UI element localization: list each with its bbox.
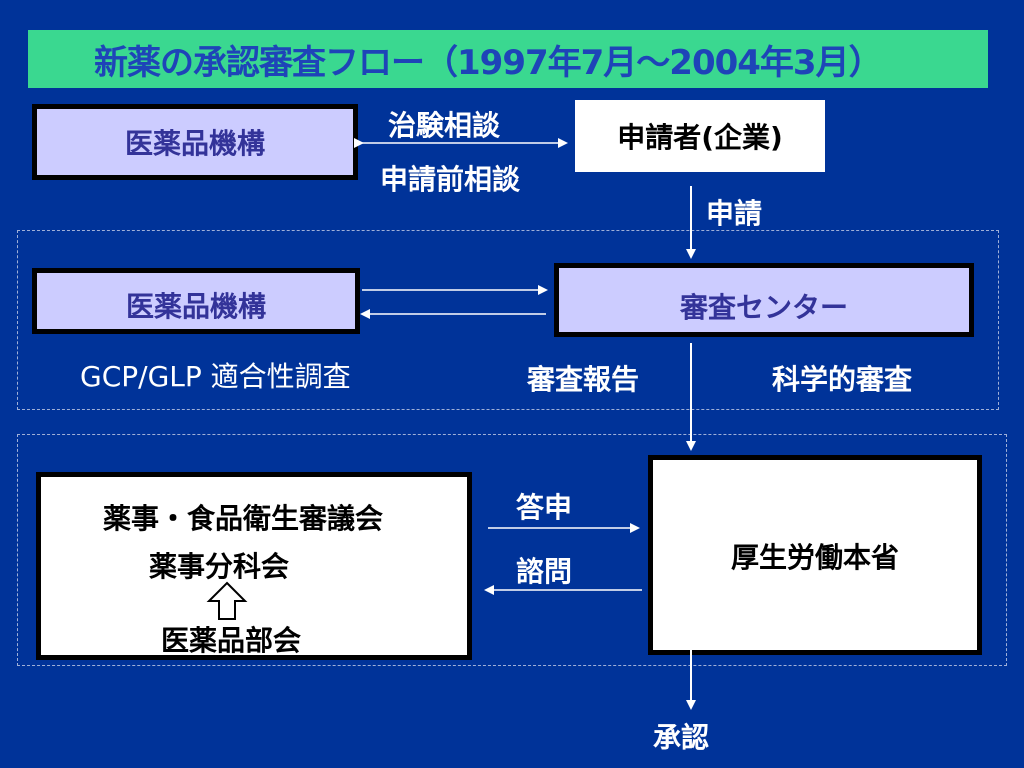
label-clinical-consult: 治験相談 bbox=[388, 109, 501, 142]
label-consult: 諮問 bbox=[516, 555, 573, 588]
council-line2: 薬事分科会 bbox=[149, 550, 290, 583]
hollow-up-arrow-icon bbox=[206, 581, 248, 620]
label-scientific-review: 科学的審査 bbox=[772, 363, 913, 396]
pmda-box-top-label: 医薬品機構 bbox=[124, 127, 265, 160]
pmda-box-middle: 医薬品機構 bbox=[32, 268, 360, 334]
council-box: 薬事・食品衛生審議会 薬事分科会 医薬品部会 bbox=[36, 472, 472, 660]
applicant-box: 申請者(企業) bbox=[570, 95, 830, 177]
title-text: 新薬の承認審査フロー（1997年7月～2004年3月） bbox=[94, 42, 883, 83]
label-pre-application-consult: 申請前相談 bbox=[380, 163, 521, 196]
label-review-report: 審査報告 bbox=[527, 363, 640, 396]
decision-group-region bbox=[17, 434, 1007, 666]
review-center-box: 審査センター bbox=[554, 263, 974, 337]
council-line1: 薬事・食品衛生審議会 bbox=[103, 502, 384, 535]
label-application: 申請 bbox=[706, 197, 763, 230]
council-line3: 医薬品部会 bbox=[161, 624, 302, 657]
label-approval: 承認 bbox=[653, 721, 710, 754]
review-group-region bbox=[17, 230, 999, 410]
page-title: 新薬の承認審査フロー（1997年7月～2004年3月） bbox=[28, 30, 988, 88]
label-report: 答申 bbox=[516, 491, 573, 524]
pmda-box-top: 医薬品機構 bbox=[32, 104, 358, 180]
applicant-box-label: 申請者(企業) bbox=[617, 121, 783, 154]
review-center-box-label: 審査センター bbox=[679, 291, 848, 324]
label-gcp-glp-inspection: GCP/GLP 適合性調査 bbox=[80, 360, 351, 393]
ministry-box: 厚生労働本省 bbox=[648, 455, 982, 655]
pmda-box-middle-label: 医薬品機構 bbox=[125, 290, 266, 323]
ministry-box-label: 厚生労働本省 bbox=[730, 541, 899, 574]
